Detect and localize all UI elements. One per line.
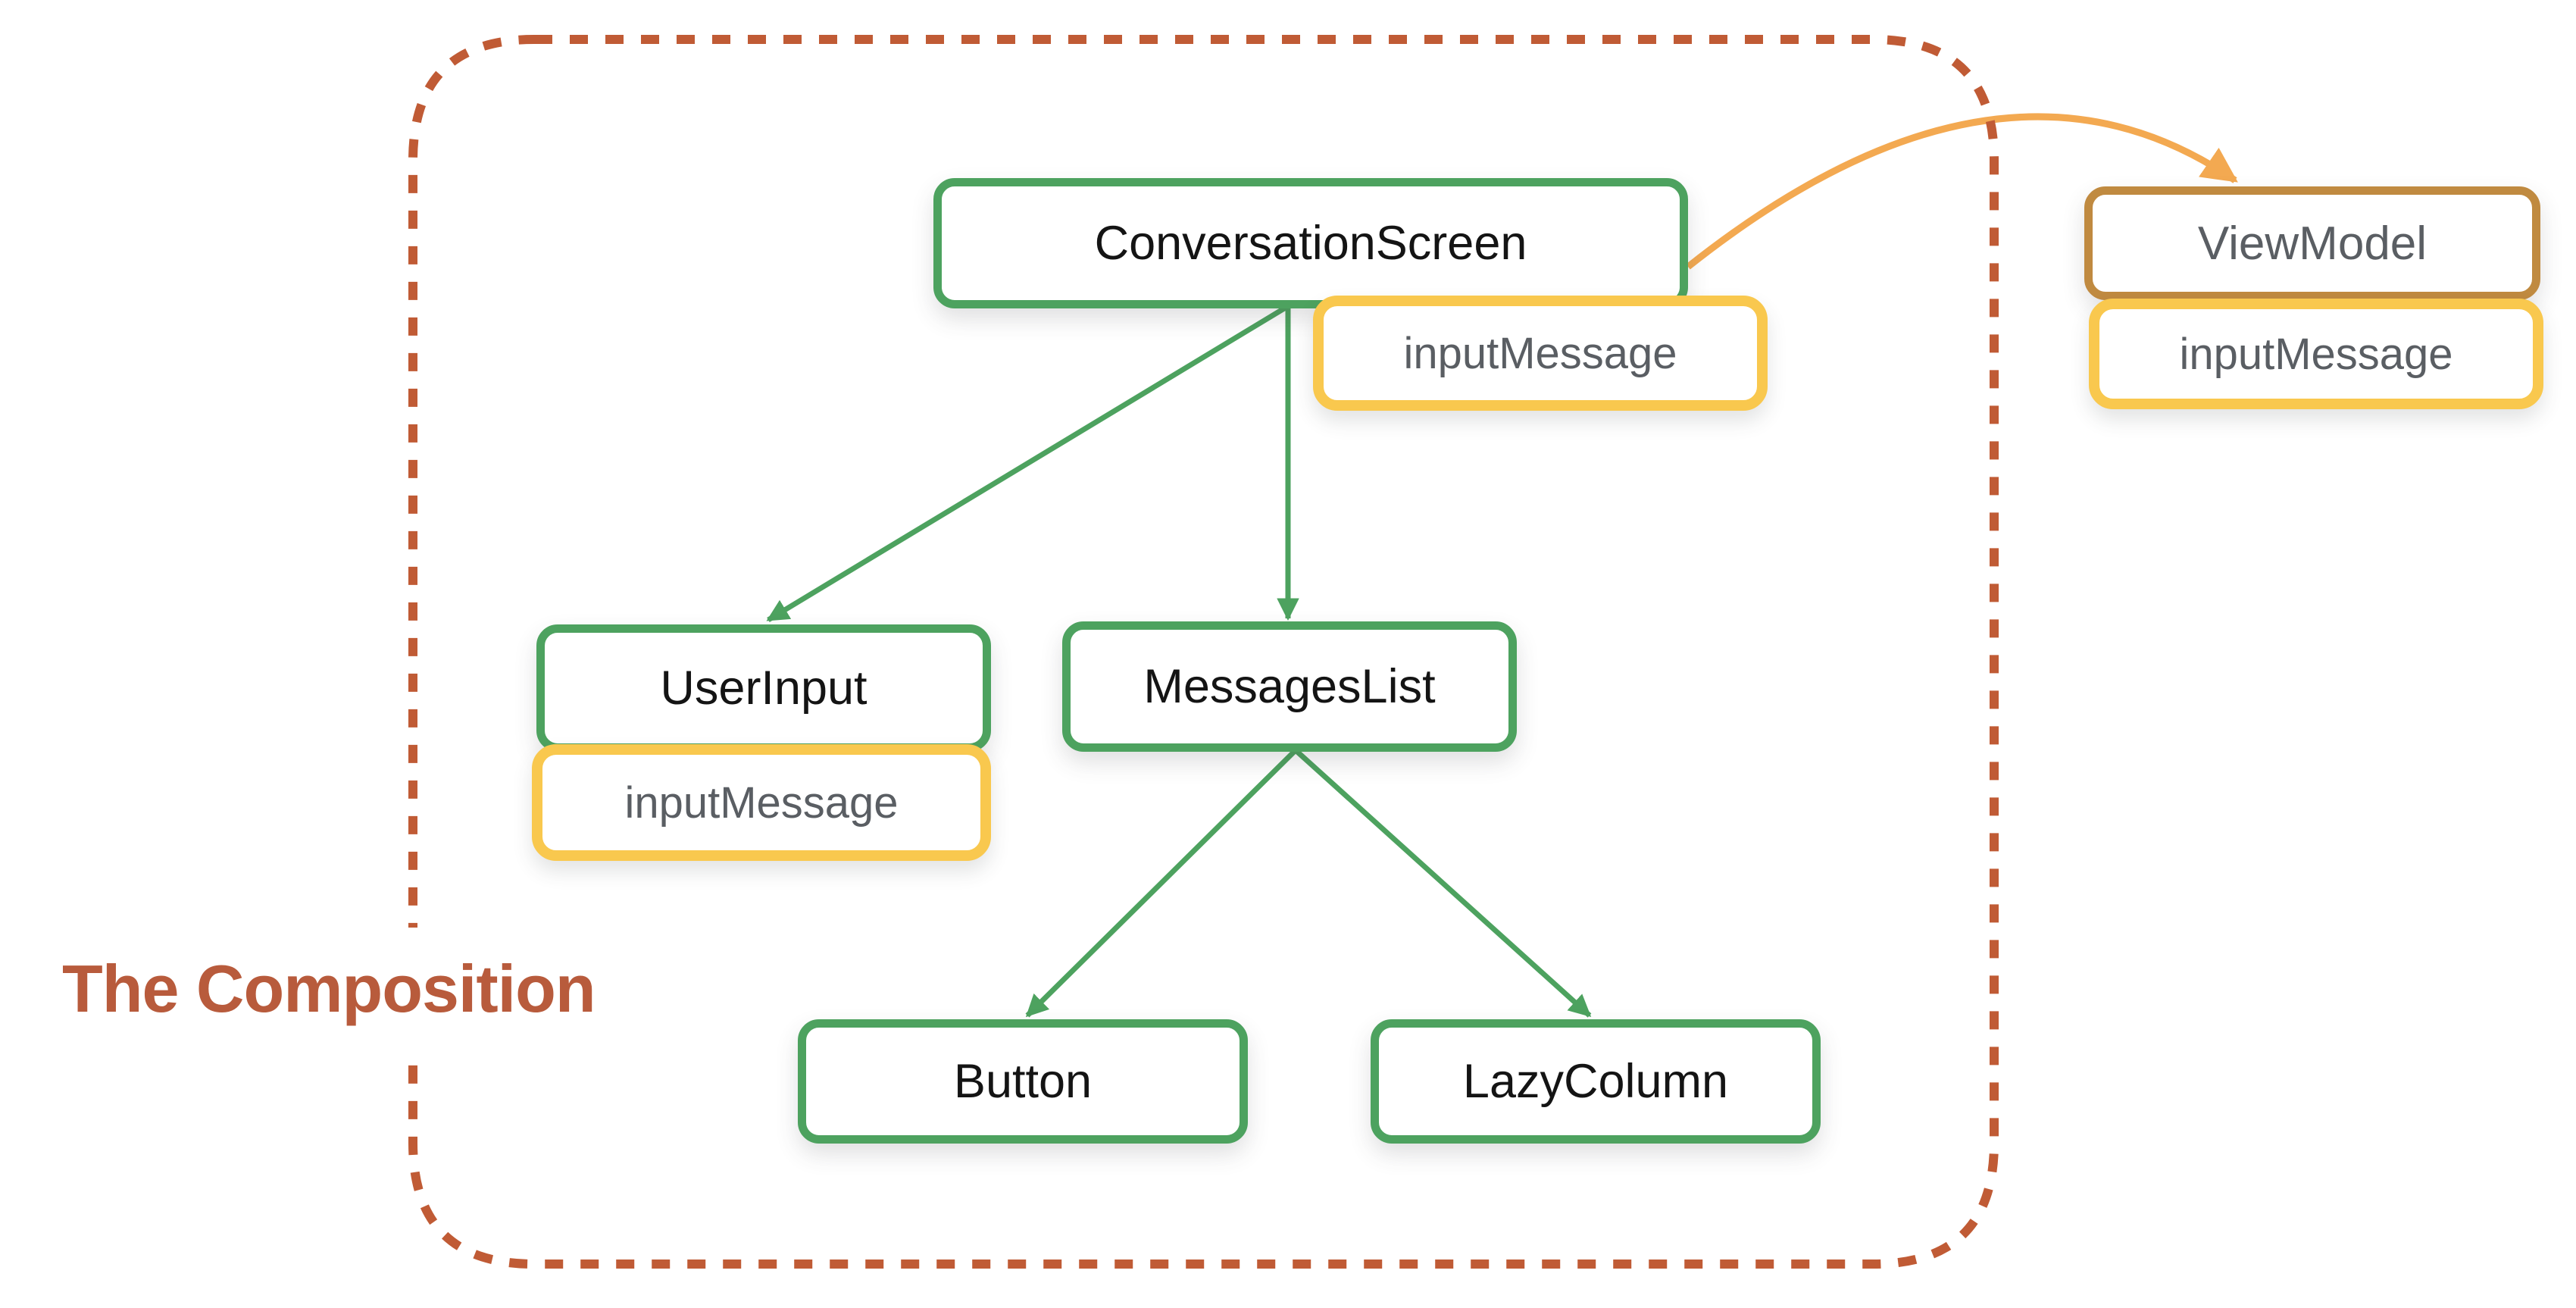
- state-badge-userinput-label: inputMessage: [624, 778, 899, 828]
- edge-messageslist-button: [1025, 748, 1298, 1018]
- node-messageslist: MessagesList: [1062, 621, 1517, 752]
- state-badge-viewmodel: inputMessage: [2089, 299, 2543, 409]
- node-viewmodel-label: ViewModel: [2197, 217, 2428, 270]
- state-badge-conversationscreen: inputMessage: [1313, 296, 1768, 411]
- node-conversationscreen-label: ConversationScreen: [1094, 217, 1527, 270]
- state-badge-userinput: inputMessage: [532, 744, 991, 861]
- state-badge-conversationscreen-label: inputMessage: [1403, 328, 1677, 378]
- node-lazycolumn: LazyColumn: [1371, 1019, 1821, 1144]
- node-userinput: UserInput: [536, 624, 991, 752]
- state-badge-viewmodel-label: inputMessage: [2179, 329, 2453, 379]
- node-button: Button: [798, 1019, 1248, 1144]
- state-read-arrow: [1686, 113, 2238, 270]
- edge-conversationscreen-userinput: [766, 304, 1290, 622]
- node-userinput-label: UserInput: [660, 662, 868, 715]
- diagram-title: The Composition: [42, 928, 615, 1050]
- edge-messageslist-lazycolumn: [1293, 748, 1592, 1018]
- node-conversationscreen: ConversationScreen: [933, 178, 1688, 308]
- node-button-label: Button: [953, 1055, 1093, 1108]
- composition-boundary: [408, 35, 1999, 1269]
- node-viewmodel: ViewModel: [2084, 186, 2540, 300]
- node-lazycolumn-label: LazyColumn: [1462, 1055, 1729, 1108]
- node-messageslist-label: MessagesList: [1143, 660, 1436, 713]
